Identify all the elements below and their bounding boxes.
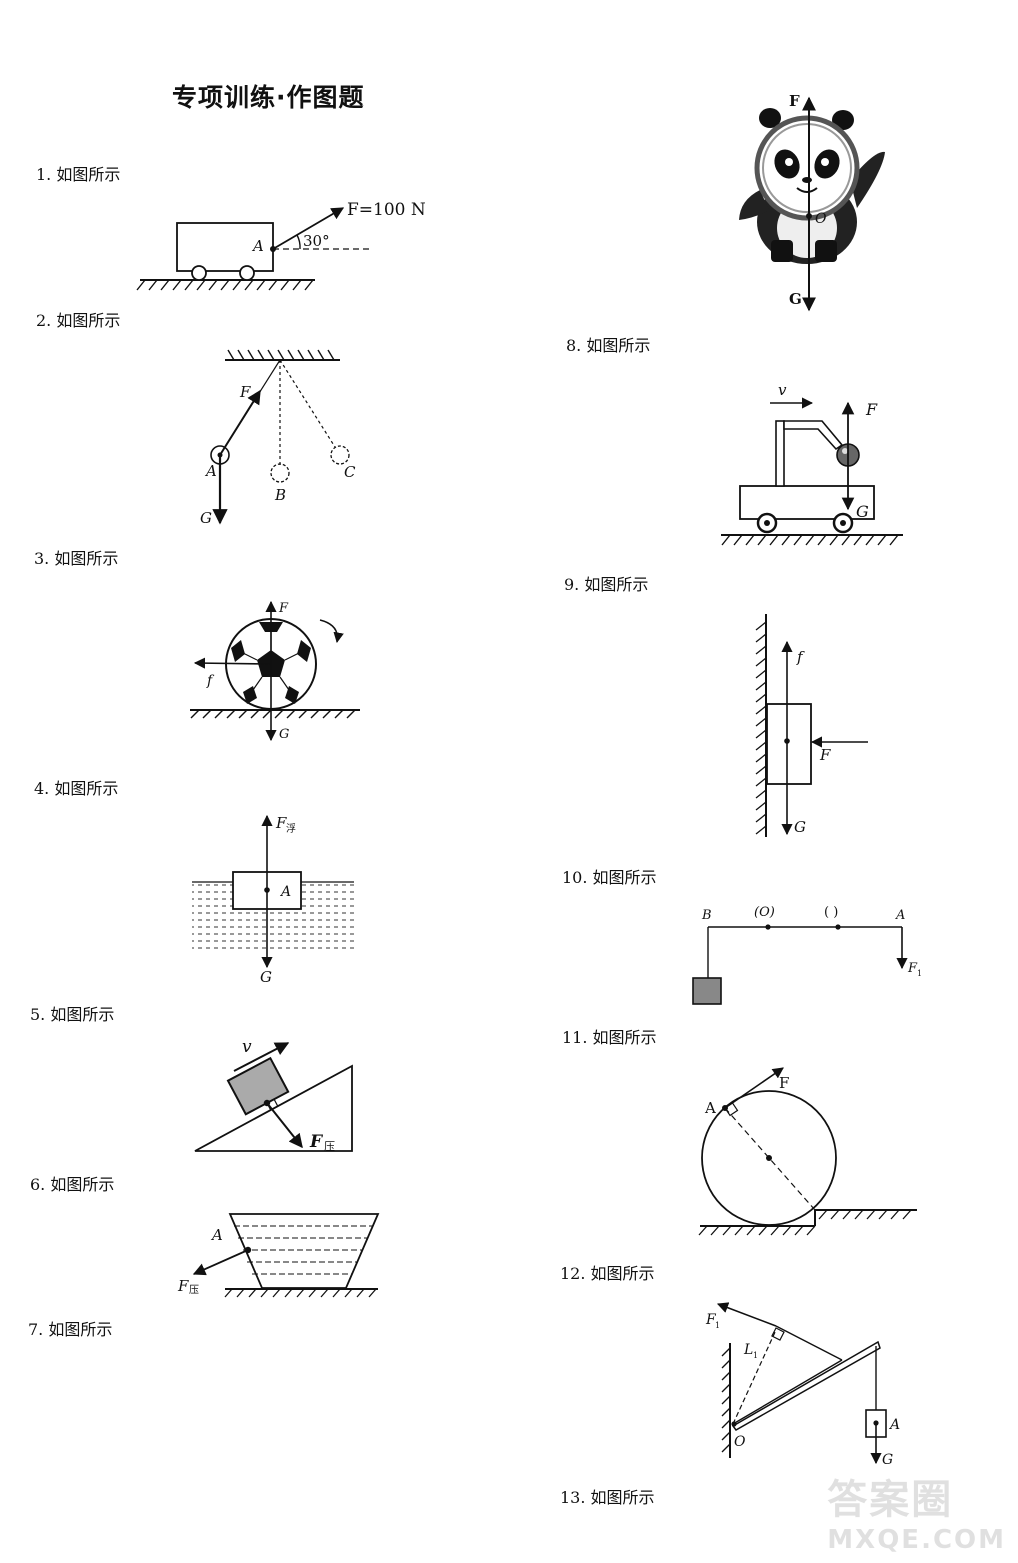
fig8-F-label: F (865, 400, 878, 419)
fig4-A-label: A (279, 884, 291, 900)
fig6-A-label: A (210, 1226, 223, 1244)
fig3-f-label: f (206, 673, 215, 689)
figure-4-floating-block: F 浮 A G (192, 814, 354, 986)
fig2-B-label: B (274, 486, 286, 504)
fig10-F-label: F (907, 961, 918, 976)
fig1-point-label: A (251, 237, 264, 255)
caption-1: 1. 如图所示 (36, 165, 121, 184)
caption-13: 13. 如图所示 (560, 1488, 655, 1507)
fig2-F-label: F (239, 383, 251, 401)
fig2-C-label: C (344, 463, 356, 481)
fig10-B-label: B (701, 908, 712, 923)
figure-2-pendulum: F A B C G (200, 349, 356, 527)
fig4-G-label: G (260, 968, 272, 986)
fig12-A-label: A (888, 1417, 900, 1433)
caption-4: 4. 如图所示 (34, 779, 119, 798)
caption-6: 6. 如图所示 (30, 1175, 115, 1194)
fig9-G-label: G (794, 818, 806, 836)
fig12-L-label: L (743, 1342, 753, 1358)
caption-5: 5. 如图所示 (30, 1005, 115, 1024)
caption-9: 9. 如图所示 (564, 575, 649, 594)
caption-3: 3. 如图所示 (34, 549, 119, 568)
fig9-F-label: F (819, 746, 831, 764)
fig5-F-subscript: 压 (324, 1140, 335, 1153)
fig12-F-subscript: 1 (715, 1321, 720, 1330)
fig12-L-subscript: 1 (753, 1351, 758, 1360)
fig12-G-label: G (882, 1452, 893, 1468)
fig10-F-subscript: 1 (917, 969, 922, 978)
fig1-force-label: F=100 N (347, 200, 426, 220)
figure-3-football: F f G (190, 600, 360, 742)
caption-12: 12. 如图所示 (560, 1264, 655, 1283)
fig5-v-label: v (242, 1037, 252, 1057)
fig9-f-label: f (796, 648, 805, 666)
figure-9-wall-block: f F G (755, 614, 868, 837)
fig1-angle-label: 30° (303, 232, 330, 250)
fig8-G-label: G (856, 502, 869, 521)
watermark-line1: 答案圈 (827, 1477, 954, 1523)
fig7-O-label: O (815, 211, 827, 227)
figure-12-crane-lever: F 1 L 1 O A G (705, 1302, 900, 1468)
figure-1-cart: A 30° F=100 N (136, 200, 426, 291)
figure-10-lever: B (O) ( ) A F 1 (692, 905, 922, 1005)
fig7-G-label: G (789, 290, 802, 308)
fig2-G-label: G (200, 509, 212, 527)
fig11-F-label: F (779, 1074, 789, 1092)
watermark-line2: MXQE.COM (827, 1525, 1006, 1555)
caption-8: 8. 如图所示 (566, 336, 651, 355)
fig6-F-label: F (177, 1277, 189, 1295)
watermark: 答案圈 MXQE.COM (827, 1467, 1006, 1555)
fig3-F-label: F (278, 601, 289, 616)
caption-2: 2. 如图所示 (36, 311, 121, 330)
figure-5-incline: v F 压 (194, 1037, 353, 1153)
fig10-A-label: A (895, 908, 905, 923)
figure-11-wheel-step: A F (698, 1067, 917, 1236)
fig10-blank-label: ( ) (824, 905, 838, 920)
fig7-F-label: F (789, 92, 800, 110)
caption-10: 10. 如图所示 (562, 868, 657, 887)
fig12-F-label: F (705, 1312, 717, 1328)
fig3-G-label: G (279, 727, 289, 742)
figure-7-mascot: F O G (739, 92, 885, 312)
caption-7: 7. 如图所示 (28, 1320, 113, 1339)
fig5-F-label: F (309, 1132, 324, 1152)
fig12-O-label: O (734, 1434, 746, 1450)
page-title: 专项训练·作图题 (172, 83, 365, 112)
fig11-A-label: A (704, 1099, 716, 1117)
fig8-v-label: v (778, 381, 787, 399)
fig10-O-label: (O) (754, 905, 775, 920)
caption-11: 11. 如图所示 (562, 1028, 657, 1047)
fig4-F-label: F (275, 814, 287, 832)
fig2-A-label: A (204, 462, 217, 480)
fig4-F-subscript: 浮 (286, 823, 296, 835)
figure-8-cart-ball: v F G (721, 381, 903, 546)
figure-6-container: A F 压 (177, 1213, 380, 1298)
fig6-F-subscript: 压 (189, 1284, 199, 1296)
